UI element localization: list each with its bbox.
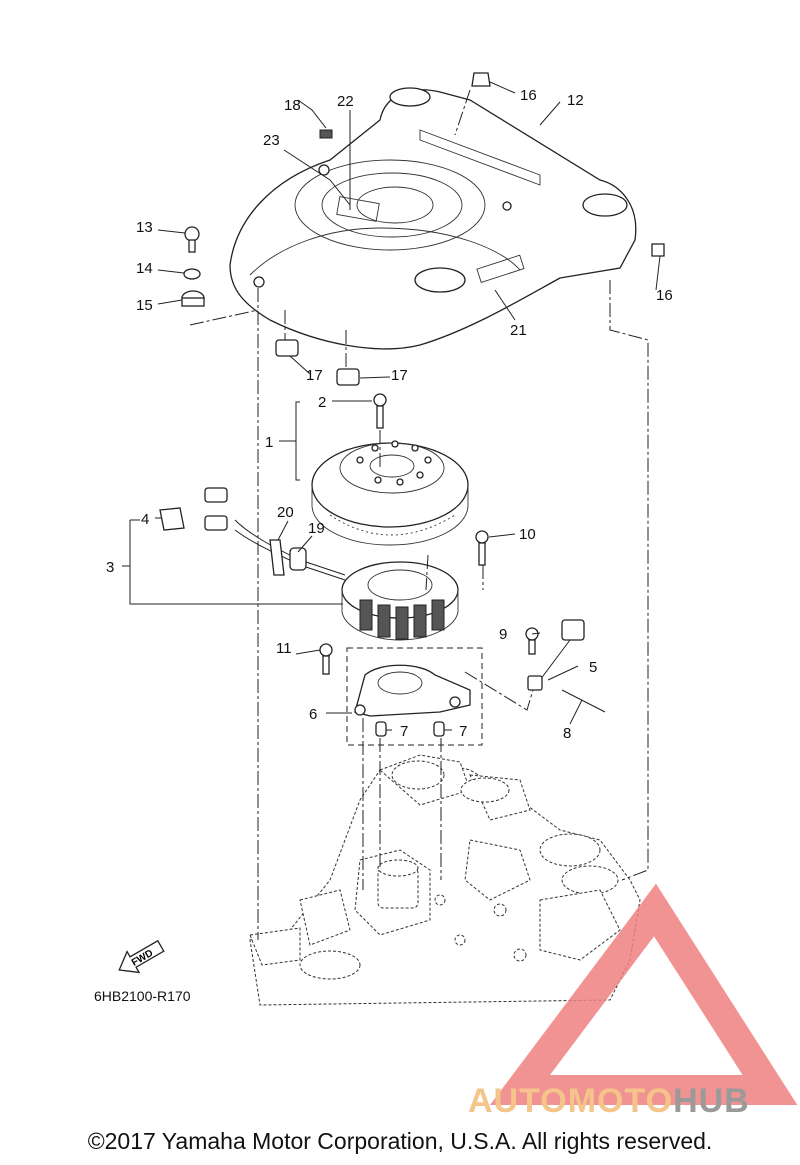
callout-14: 14	[136, 260, 153, 277]
callout-13: 13	[136, 219, 153, 236]
stator-assembly	[159, 487, 459, 641]
watermark-logo	[490, 883, 798, 1105]
flywheel-cover	[229, 87, 637, 350]
watermark-text-part1: AUTOMOTO	[468, 1082, 674, 1120]
callout-6: 6	[309, 706, 317, 723]
leader-lines	[122, 81, 661, 940]
callout-16a: 16	[520, 87, 537, 104]
callout-18: 18	[284, 97, 301, 114]
callout-2: 2	[318, 394, 326, 411]
callout-17b: 17	[391, 367, 408, 384]
callout-20: 20	[277, 504, 294, 521]
callout-12: 12	[567, 92, 584, 109]
cover-hardware	[181, 72, 665, 386]
callout-15: 15	[136, 297, 153, 314]
callout-17a: 17	[306, 367, 323, 384]
callout-labels: 1 2 3 4 5 6 7 7 8 9 10 11 12 13 14 15 16…	[106, 87, 673, 742]
bolt-10	[475, 530, 489, 566]
callout-10: 10	[519, 526, 536, 543]
watermark-text-part2: HUB	[673, 1082, 750, 1120]
callout-23: 23	[263, 132, 280, 149]
callout-19: 19	[308, 520, 325, 537]
callout-9: 9	[499, 626, 507, 643]
fwd-label: FWD	[130, 948, 155, 969]
callout-16b: 16	[656, 287, 673, 304]
watermark-text: AUTOMOTOHUB	[468, 1082, 750, 1121]
callout-3: 3	[106, 559, 114, 576]
callout-1: 1	[265, 434, 273, 451]
diagram-code: 6HB2100-R170	[94, 988, 191, 1004]
callout-21: 21	[510, 322, 527, 339]
callout-7a: 7	[400, 723, 408, 740]
callout-8: 8	[563, 725, 571, 742]
callout-5: 5	[589, 659, 597, 676]
copyright-footer: ©2017 Yamaha Motor Corporation, U.S.A. A…	[87, 1128, 713, 1154]
callout-22: 22	[337, 93, 354, 110]
callout-11: 11	[276, 640, 292, 657]
flywheel	[311, 393, 469, 546]
sensor-assembly	[525, 619, 606, 713]
stator-bracket	[319, 643, 483, 746]
callout-4: 4	[141, 511, 149, 528]
fwd-arrow: FWD	[118, 939, 165, 974]
engine-block	[249, 754, 641, 1006]
callout-7b: 7	[459, 723, 467, 740]
